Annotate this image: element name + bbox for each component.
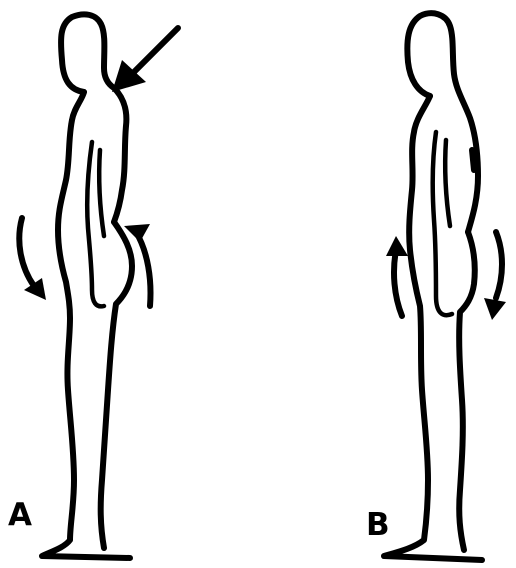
figure-b-label: B bbox=[366, 510, 390, 541]
figure-b-back-leg-outline bbox=[459, 232, 475, 550]
figure-b-front-pelvis-arrow-shaft bbox=[394, 250, 402, 316]
figure-a bbox=[19, 14, 178, 558]
figure-a-label: A bbox=[8, 500, 32, 531]
figure-b-front-pelvis-curved-arrow-icon bbox=[386, 236, 408, 256]
figure-b-back-pelvis-curved-arrow-icon bbox=[484, 298, 506, 320]
figure-b-back-pelvis-arrow-shaft bbox=[496, 232, 502, 298]
figure-a-front-outline bbox=[42, 92, 130, 558]
figure-a-arm-inner bbox=[99, 150, 104, 236]
figure-b-shoulder-mark bbox=[472, 150, 474, 170]
figure-a-front-pelvis-arrow-shaft bbox=[19, 218, 34, 286]
figure-a-upper-back-arrow-shaft bbox=[128, 28, 178, 78]
figure-b bbox=[384, 13, 506, 560]
figure-b-arm-inner bbox=[445, 140, 450, 226]
figure-a-front-pelvis-curved-arrow-icon bbox=[24, 278, 46, 300]
figure-a-back-leg-outline bbox=[101, 222, 132, 548]
figure-a-back-pelvis-arrow-shaft bbox=[136, 232, 150, 306]
